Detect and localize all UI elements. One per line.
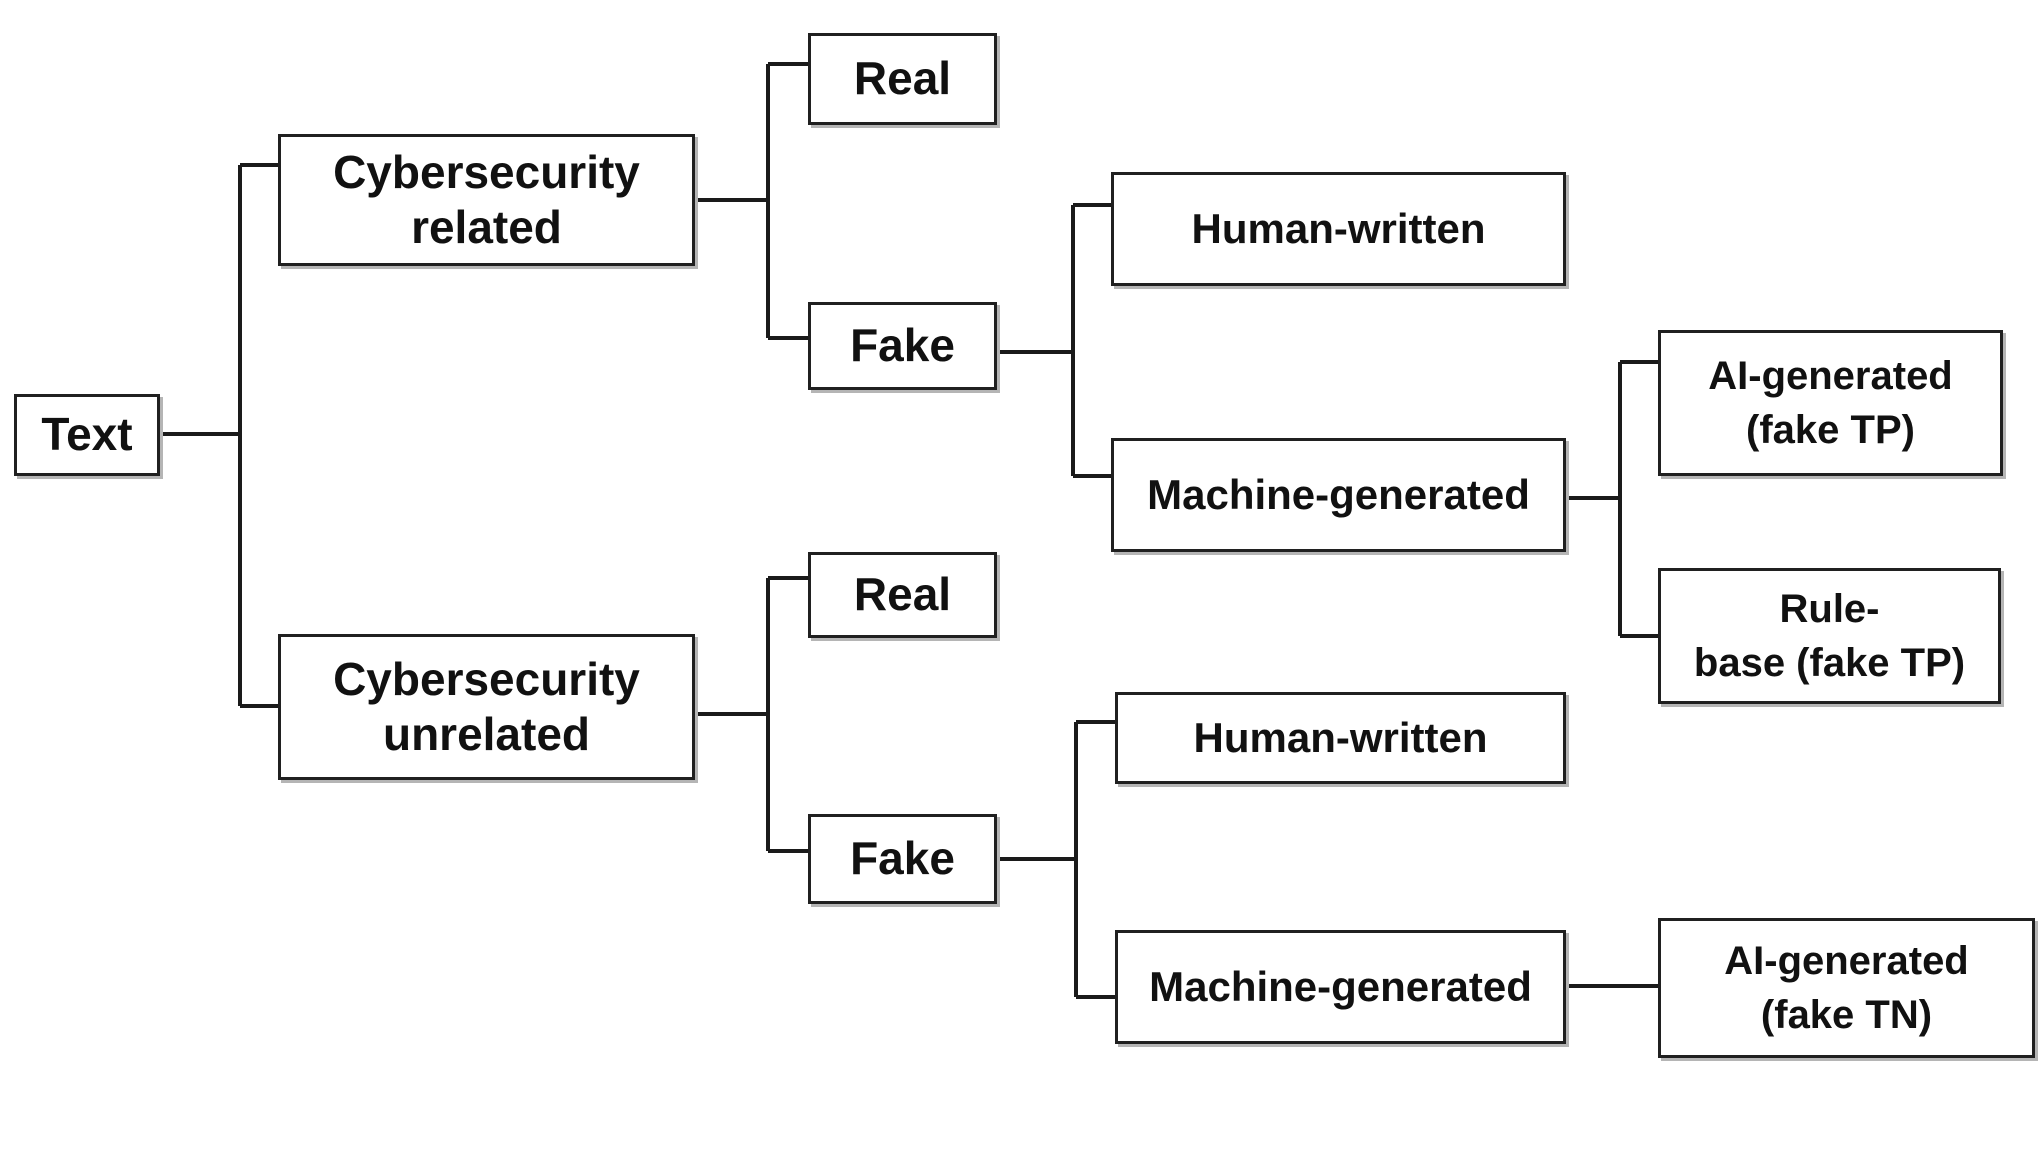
node-unrelated-real: Real	[808, 552, 997, 638]
node-unrelated-real-label: Real	[853, 568, 952, 621]
node-unrelated-fake: Fake	[808, 814, 997, 904]
node-unrelated-human-written-label: Human-written	[1193, 713, 1488, 761]
node-cybersecurity-related: Cybersecurity related	[278, 134, 695, 266]
node-cybersecurity-related-label: Cybersecurity related	[333, 145, 640, 253]
node-unrelated-fake-label: Fake	[850, 832, 955, 885]
node-rule-base-fake-tp: Rule- base (fake TP)	[1658, 568, 2001, 704]
node-ai-generated-fake-tn: AI-generated (fake TN)	[1658, 918, 2035, 1058]
connector-unrelated-to-real-fake	[695, 576, 808, 853]
connector-text-to-categories	[160, 163, 278, 708]
node-unrelated-human-written: Human-written	[1115, 692, 1566, 784]
node-text: Text	[14, 394, 160, 476]
node-ai-generated-fake-tp-label: AI-generated (fake TP)	[1708, 354, 1953, 452]
node-related-real: Real	[808, 33, 997, 125]
node-related-fake: Fake	[808, 302, 997, 390]
node-unrelated-machine-generated-label: Machine-generated	[1149, 962, 1532, 1010]
node-related-human-written-label: Human-written	[1191, 204, 1486, 252]
connector-related-machine-to-leaves	[1566, 360, 1658, 638]
node-rule-base-fake-tp-label: Rule- base (fake TP)	[1693, 587, 1966, 685]
node-ai-generated-fake-tn-label: AI-generated (fake TN)	[1724, 939, 1969, 1037]
connector-unrelated-fake-to-subtypes	[997, 720, 1115, 999]
node-unrelated-machine-generated: Machine-generated	[1115, 930, 1566, 1044]
connector-related-fake-to-subtypes	[997, 203, 1111, 478]
node-related-human-written: Human-written	[1111, 172, 1566, 286]
node-cybersecurity-unrelated-label: Cybersecurity unrelated	[333, 652, 640, 760]
node-related-machine-generated: Machine-generated	[1111, 438, 1566, 552]
connector-related-to-real-fake	[695, 62, 808, 340]
node-related-real-label: Real	[853, 52, 952, 105]
node-related-machine-generated-label: Machine-generated	[1147, 470, 1530, 518]
node-related-fake-label: Fake	[850, 319, 955, 372]
node-ai-generated-fake-tp: AI-generated (fake TP)	[1658, 330, 2003, 476]
node-cybersecurity-unrelated: Cybersecurity unrelated	[278, 634, 695, 780]
node-text-label: Text	[41, 408, 133, 461]
